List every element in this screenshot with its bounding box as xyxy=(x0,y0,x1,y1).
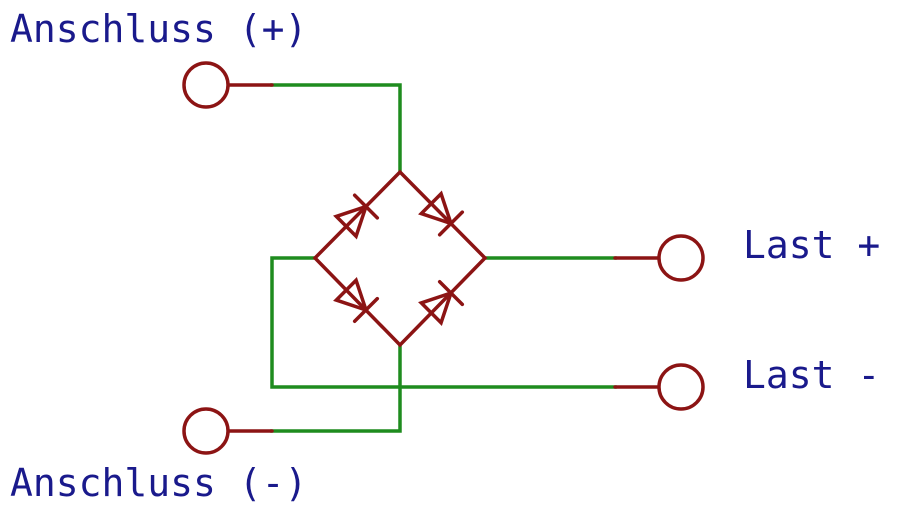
wire-bridge-left-to-last-minus xyxy=(270,256,617,389)
wire-bridge-bottom-to-anschluss-minus xyxy=(270,343,402,433)
diode-top-right xyxy=(418,190,465,237)
terminal-anschluss-plus xyxy=(182,61,230,109)
label-last-plus: Last + xyxy=(743,223,881,267)
terminal-anschluss-minus xyxy=(182,407,230,455)
diode-top-left xyxy=(333,193,380,240)
label-anschluss-minus: Anschluss (-) xyxy=(10,461,308,505)
wire-anschluss-plus-to-bridge-top xyxy=(270,83,402,174)
terminal-last-minus xyxy=(657,363,705,411)
bridge-outline xyxy=(312,169,488,348)
label-anschluss-plus: Anschluss (+) xyxy=(10,7,308,51)
diode-bottom-right xyxy=(418,279,465,326)
bridge-diamond xyxy=(312,169,488,348)
terminals xyxy=(182,61,705,455)
label-last-minus: Last - xyxy=(743,353,881,397)
terminal-leads xyxy=(226,83,661,433)
terminal-last-plus xyxy=(657,234,705,282)
wire-network xyxy=(270,83,617,433)
diode-bottom-left xyxy=(333,277,380,324)
